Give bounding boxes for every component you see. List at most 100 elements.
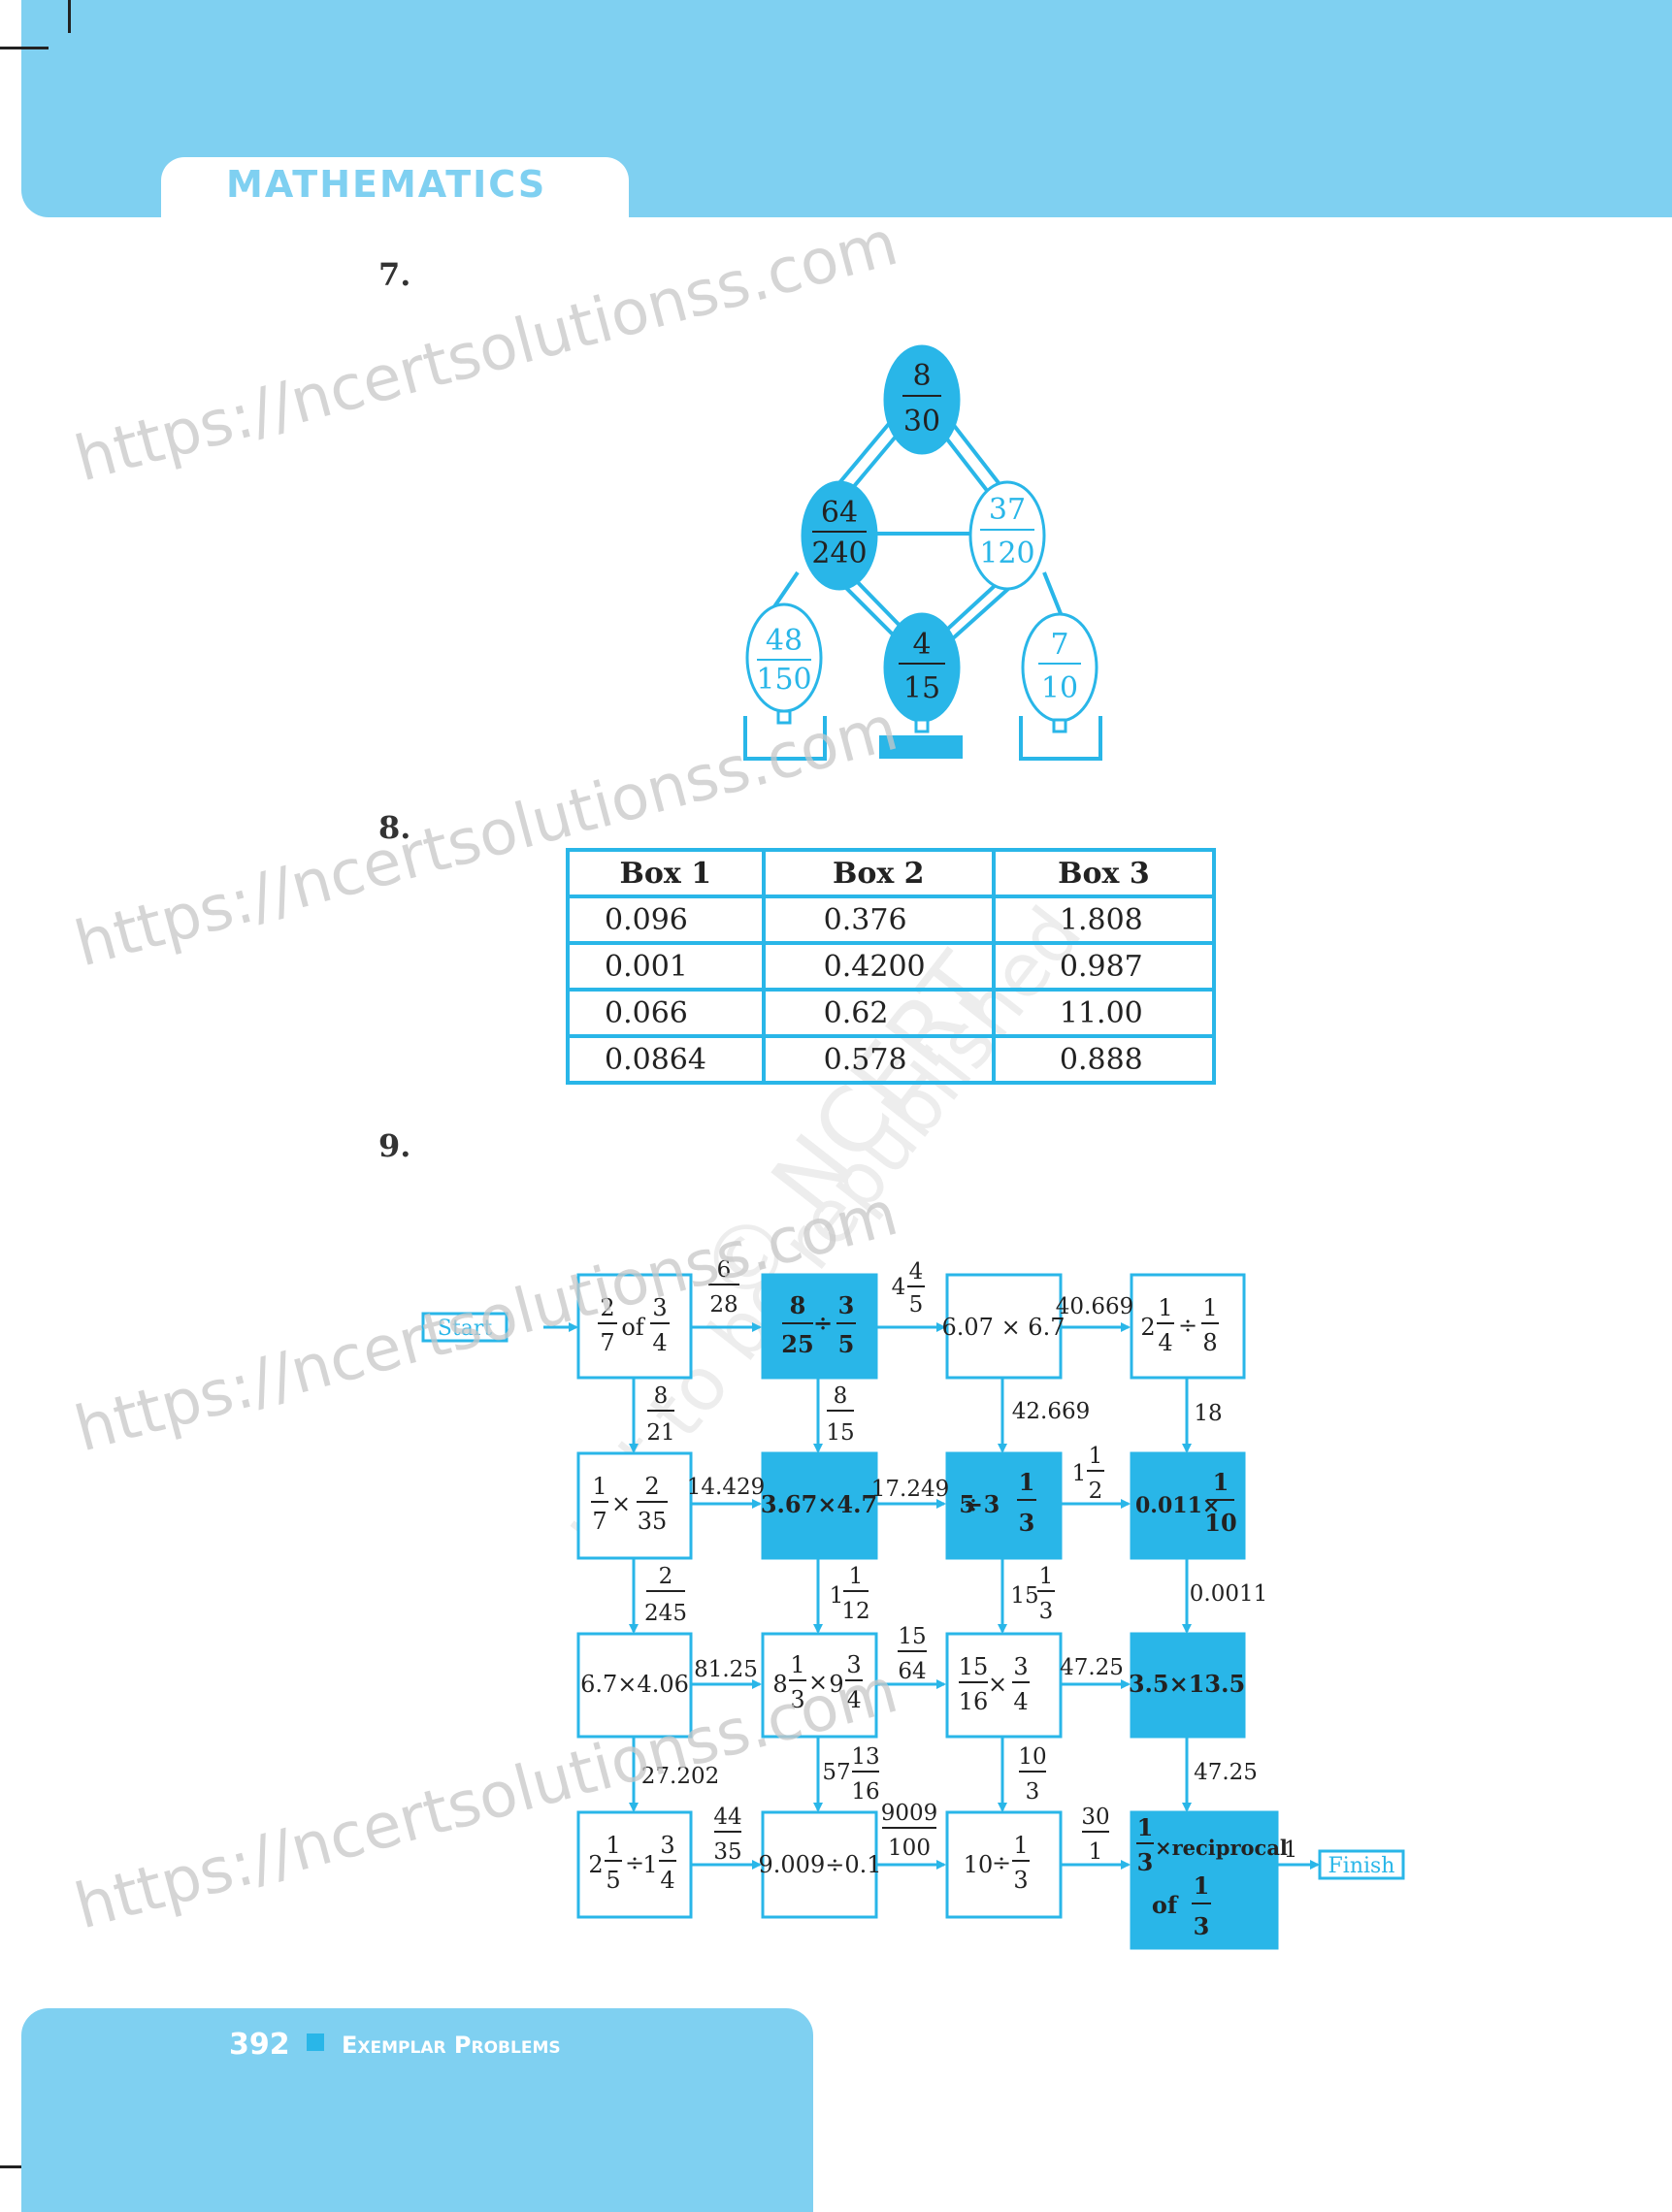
arrow-label: 42.669: [1012, 1399, 1090, 1424]
numerator: 3: [1013, 1653, 1028, 1680]
node-mid-left-denominator: 240: [811, 537, 867, 570]
numerator: 3: [838, 1291, 855, 1319]
numerator: 1: [1137, 1813, 1154, 1841]
maze-box: [1130, 1273, 1246, 1380]
table-cell: 0.066: [566, 988, 766, 1038]
numerator: 1: [1194, 1871, 1210, 1900]
arrow-label-numerator: 9009: [881, 1801, 938, 1826]
footer-band: [21, 2008, 813, 2212]
arrow-label-numerator: 2: [659, 1564, 673, 1589]
footer-title: Exemplar Problems: [342, 2032, 561, 2059]
arrow-label: 40.669: [1056, 1294, 1133, 1319]
table-row: 0.0864 0.578 0.888: [566, 1034, 1217, 1085]
table-cell: 11.00: [991, 988, 1217, 1038]
denominator: 4: [1013, 1688, 1028, 1715]
arrow-label-denominator: 12: [841, 1599, 869, 1624]
numerator: 1: [790, 1651, 804, 1678]
arrow-label-denominator: 2: [1089, 1479, 1103, 1504]
dividend: 5: [959, 1490, 975, 1518]
maze-box-highlighted: [1130, 1451, 1246, 1560]
arrow-label-whole: 4: [892, 1275, 906, 1300]
whole-number: 2: [1140, 1314, 1155, 1341]
whole-number: 1: [642, 1851, 657, 1878]
arrow-label-denominator: 21: [646, 1420, 674, 1446]
operator: ÷: [964, 1490, 983, 1518]
operator: ÷: [992, 1849, 1011, 1876]
arrow-label-numerator: 8: [834, 1383, 848, 1409]
numerator: 3: [652, 1294, 667, 1321]
maze-box: [945, 1273, 1063, 1380]
denominator: 8: [1202, 1329, 1217, 1356]
arrow-label: 27.202: [641, 1764, 719, 1789]
numerator: 3: [660, 1832, 674, 1859]
whole-number: 9: [829, 1671, 843, 1698]
arrow-label-numerator: 1: [1089, 1444, 1103, 1469]
table-cell: 0.62: [761, 988, 996, 1038]
column-header: Box 2: [761, 848, 996, 898]
node-mid-right-denominator: 120: [979, 537, 1034, 570]
denominator: 4: [652, 1329, 667, 1356]
node-top-numerator: 8: [912, 359, 931, 393]
table-row: 0.096 0.376 1.808: [566, 895, 1217, 945]
denominator: 7: [592, 1508, 607, 1535]
expression: 6.07 × 6.7: [942, 1314, 1065, 1341]
whole-number: 8: [772, 1671, 787, 1698]
expression: 3.67×4.7: [761, 1490, 877, 1518]
denominator: 5: [606, 1867, 620, 1894]
arrow-label-denominator: 15: [826, 1420, 854, 1446]
question-7-number: 7.: [378, 256, 411, 293]
node-mid-right: [968, 480, 1046, 591]
maze-box: [761, 1632, 878, 1739]
arrow-label: 47.25: [1194, 1760, 1258, 1785]
numerator: 1: [1158, 1294, 1172, 1321]
node-bottom-right-denominator: 10: [1041, 671, 1078, 705]
start-box: [421, 1312, 508, 1343]
denominator: 3: [1019, 1509, 1035, 1537]
maze-box: [945, 1810, 1063, 1919]
finish-box: [1318, 1849, 1405, 1880]
denominator: 5: [838, 1330, 855, 1358]
node-bottom-mid-denominator: 15: [903, 671, 940, 705]
arrow-label-numerator: 4: [909, 1259, 924, 1285]
numerator: 1: [592, 1473, 607, 1500]
node-bottom-mid-numerator: 4: [912, 628, 931, 662]
node-bottom-left-numerator: 48: [766, 624, 803, 658]
arrow-label-numerator: 15: [898, 1624, 926, 1649]
operator: ×: [808, 1669, 828, 1696]
denominator: 3: [1194, 1912, 1210, 1940]
arrow-label: 1: [1284, 1838, 1298, 1863]
operator: of: [1152, 1891, 1179, 1919]
arrow-label-numerator: 10: [1018, 1744, 1046, 1770]
operator: of: [621, 1314, 645, 1341]
arrow-label-denominator: 3: [1026, 1779, 1040, 1805]
arrow-label-whole: 57: [822, 1760, 850, 1785]
table-cell: 0.578: [761, 1034, 996, 1085]
operator: ×: [611, 1490, 631, 1517]
decimal-boxes-table: Box 1 Box 2 Box 3 0.096 0.376 1.808 0.00…: [566, 848, 1217, 1085]
arrow-label: 81.25: [694, 1657, 758, 1682]
arrow-label-denominator: 64: [898, 1659, 926, 1684]
node-bottom-left-denominator: 150: [756, 663, 811, 697]
start-label: Start: [438, 1317, 493, 1341]
denominator: 35: [638, 1508, 668, 1535]
page-title: MATHEMATICS: [226, 163, 547, 206]
arrow-label-whole: 15: [1010, 1583, 1038, 1609]
numerator: 3: [846, 1651, 861, 1678]
header-tab: [161, 157, 629, 235]
dividend: 10: [964, 1851, 994, 1878]
table-cell: 0.001: [566, 941, 766, 992]
node-mid-left-numerator: 64: [821, 496, 858, 530]
arrow-label-numerator: 1: [849, 1564, 864, 1589]
numerator: 1: [606, 1832, 620, 1859]
table-row: 0.001 0.4200 0.987: [566, 941, 1217, 992]
arrow-label-numerator: 1: [1039, 1564, 1054, 1589]
column-header: Box 1: [566, 848, 766, 898]
maze-box-highlighted: [761, 1273, 878, 1380]
numerator: 1: [1019, 1468, 1035, 1496]
denominator: 3: [790, 1686, 804, 1713]
numerator: 1: [1213, 1468, 1229, 1496]
arrow-label-numerator: 13: [851, 1744, 879, 1770]
arrow-label: 18: [1194, 1401, 1222, 1426]
expression: 3.5×13.5: [1129, 1670, 1245, 1698]
denominator: 3: [1137, 1848, 1154, 1876]
